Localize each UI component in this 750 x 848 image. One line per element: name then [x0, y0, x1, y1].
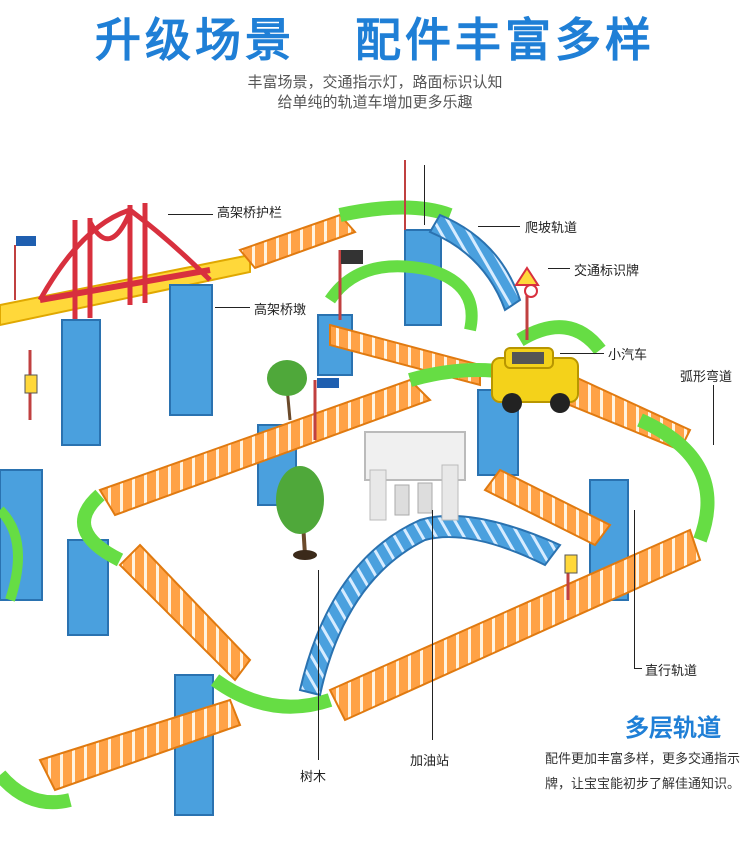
leader-bridge-pier [215, 307, 250, 308]
gas-station [364, 431, 466, 521]
label-climb-track: 爬坡轨道 [525, 221, 578, 236]
leader-tree [318, 570, 319, 760]
leader-straight-track-v [634, 510, 635, 668]
leader-climb-track-v [424, 165, 425, 225]
leader-straight-track-h [634, 668, 642, 669]
leader-climb-track-h [478, 226, 520, 227]
leader-gas-station [432, 510, 433, 740]
subtitle-line-1: 丰富场景，交通指示灯，路面标识认知 [247, 73, 503, 91]
tree [267, 360, 324, 560]
leader-bridge-rail [168, 214, 213, 215]
label-bridge-pier: 高架桥墩 [254, 303, 307, 318]
red-bridge-rail [37, 203, 212, 320]
leader-traffic-sign [548, 268, 570, 269]
section-description: 配件更加丰富多样，更多交通指示牌，让宝宝能初步了解佳通知识。 [545, 752, 741, 792]
label-curve-track: 弧形弯道 [680, 370, 733, 385]
label-tree: 树木 [300, 770, 327, 785]
section-title: 多层轨道 [625, 714, 721, 742]
traffic-signs [14, 160, 578, 600]
label-small-car: 小汽车 [608, 348, 648, 363]
label-traffic-sign: 交通标识牌 [574, 264, 640, 279]
blue-climb-tracks [298, 213, 562, 697]
green-curve-tracks [0, 200, 715, 810]
label-straight-track: 直行轨道 [645, 664, 698, 679]
leader-curve-track [713, 385, 714, 445]
label-gas-station: 加油站 [410, 754, 450, 769]
page-title: 升级场景 配件丰富多样 [94, 13, 656, 67]
leader-small-car [560, 353, 604, 354]
label-bridge-rail: 高架桥护栏 [217, 206, 283, 221]
small-car [491, 347, 579, 413]
subtitle-line-2: 给单纯的轨道车增加更多乐趣 [277, 93, 473, 111]
subtitle: 丰富场景，交通指示灯，路面标识认知 给单纯的轨道车增加更多乐趣 [0, 72, 750, 112]
